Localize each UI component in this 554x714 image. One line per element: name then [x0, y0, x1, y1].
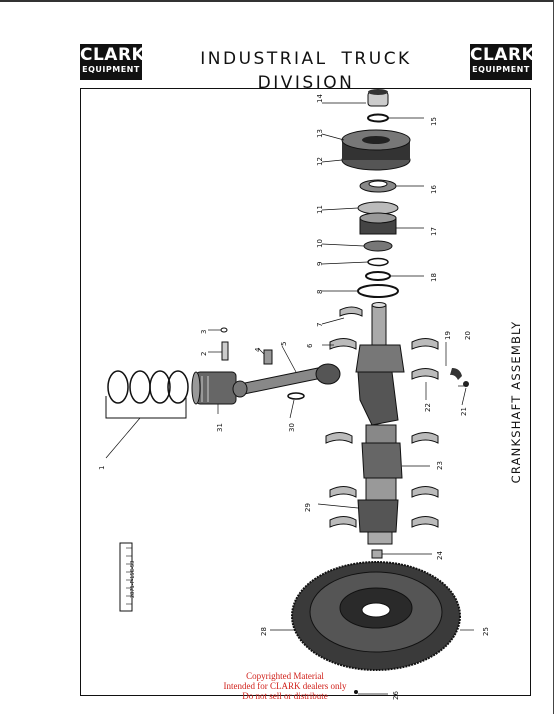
part-12-13-pulley — [341, 129, 411, 171]
callout-11: 11 — [316, 205, 324, 214]
callout-17: 17 — [430, 227, 438, 236]
callout-29: 29 — [304, 503, 312, 512]
callout-15: 15 — [430, 117, 438, 126]
leader-lines — [105, 102, 474, 695]
part-11-slinger — [357, 201, 399, 215]
part-9-ring — [367, 257, 389, 267]
part-18-ring — [365, 271, 391, 281]
figure-title: CRANKSHAFT ASSEMBLY — [509, 320, 523, 484]
callout-30: 30 — [288, 423, 296, 432]
callout-16: 16 — [430, 185, 438, 194]
copyright-notice: Copyrighted Material Intended for CLARK … — [210, 671, 360, 701]
copyright-line-3: Do not sell or distribute — [242, 691, 328, 701]
callout-1: 1 — [98, 466, 106, 470]
callout-labels: 14 15 13 12 16 11 17 10 9 18 8 7 6 5 4 2… — [98, 94, 490, 700]
part-30-rod-bearing — [287, 392, 305, 400]
part-31-piston — [191, 371, 237, 405]
callout-24: 24 — [436, 551, 444, 560]
piston-ring-bracket — [105, 396, 187, 419]
part-24-pilot-bearing — [371, 549, 383, 559]
piston-rings — [107, 370, 189, 404]
callout-23: 23 — [436, 461, 444, 470]
callout-6: 6 — [306, 343, 314, 348]
callout-20: 20 — [464, 331, 472, 340]
copyright-line-2: Intended for CLARK dealers only — [223, 681, 347, 691]
crankshaft — [355, 302, 405, 545]
callout-13: 13 — [316, 129, 324, 138]
logo-subword: EQUIPMENT — [472, 65, 530, 74]
part-16-seal — [359, 179, 397, 193]
callout-2: 2 — [200, 352, 208, 356]
callout-4: 4 — [254, 347, 262, 352]
callout-12: 12 — [316, 157, 324, 166]
callout-3: 3 — [200, 330, 208, 334]
callout-28: 28 — [260, 627, 268, 636]
part-14-bushing — [367, 89, 389, 107]
callout-26: 26 — [392, 691, 400, 700]
callout-21: 21 — [460, 407, 468, 416]
part-8-thrust-washer — [357, 284, 399, 298]
part-25-flywheel — [291, 561, 461, 671]
callout-25: 25 — [482, 627, 490, 636]
clark-logo-left: CLARK EQUIPMENT — [80, 44, 146, 80]
callout-8: 8 — [316, 290, 324, 294]
part-2-piston-pin — [221, 341, 229, 361]
part-10-spacer — [363, 240, 393, 252]
logo-word: CLARK — [80, 45, 146, 65]
scale-bar — [119, 542, 133, 612]
callout-14: 14 — [316, 94, 324, 103]
part-3-pin-retainer — [220, 327, 228, 333]
part-19-21-pin-clip — [450, 368, 469, 387]
callout-18: 18 — [430, 273, 438, 282]
callout-7: 7 — [316, 323, 324, 327]
callout-22: 22 — [424, 403, 432, 412]
callout-31: 31 — [216, 423, 224, 432]
part-26-bolt — [354, 690, 358, 694]
part-4-rod-bolt — [263, 349, 273, 365]
callout-5: 5 — [280, 342, 288, 346]
drawing-code: 2871-P-15C-53 — [130, 560, 136, 598]
part-5-connecting-rod — [232, 363, 341, 398]
clark-logo-right: CLARK EQUIPMENT — [470, 44, 536, 80]
callout-19: 19 — [444, 331, 452, 340]
logo-word: CLARK — [470, 45, 536, 65]
callout-10: 10 — [316, 239, 324, 248]
part-15-washer — [367, 113, 389, 123]
figure-frame — [80, 88, 531, 696]
copyright-line-1: Copyrighted Material — [246, 671, 324, 681]
callout-9: 9 — [316, 262, 324, 266]
part-17-gear — [359, 212, 397, 235]
bearing-shells — [325, 306, 439, 528]
logo-subword: EQUIPMENT — [82, 65, 140, 74]
top-border — [0, 0, 554, 2]
